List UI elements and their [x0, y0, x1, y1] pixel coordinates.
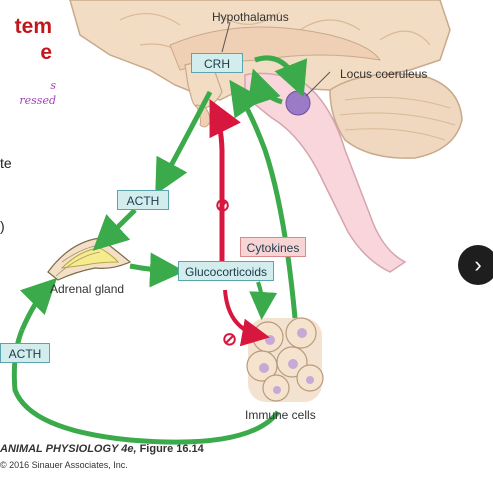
crh-to-acth-arrow — [155, 90, 213, 195]
glucocorticoids-to-immune-arrow — [249, 281, 278, 320]
adrenal-to-glucocorticoids-arrow — [129, 252, 185, 288]
acth-left-box: ACTH — [0, 343, 50, 363]
inhibit-symbol-immune: ⊘ — [222, 329, 238, 349]
locus-coeruleus-label: Locus coeruleus — [340, 67, 428, 81]
side-text-2: ) — [0, 218, 5, 234]
hypothalamus-pointer — [221, 21, 231, 53]
side-text-1: te — [0, 155, 12, 171]
slide-title-line-2: e — [40, 41, 52, 64]
brain-folds — [119, 11, 431, 61]
immune-to-adrenal-arrow — [11, 329, 281, 445]
figure-source: ANIMAL PHYSIOLOGY 4e, — [0, 443, 137, 455]
figure-number: Figure 16.14 — [136, 443, 204, 455]
slide-title: tem e — [0, 14, 52, 66]
immune-cells-label: Immune cells — [245, 408, 316, 422]
adrenal-gland-label: Adrenal gland — [50, 282, 125, 296]
hypothalamus-label: Hypothalamus — [212, 10, 289, 24]
glucocorticoids-box: Glucocorticoids — [178, 261, 274, 281]
handwritten-note-1: s — [50, 79, 56, 92]
next-slide-button[interactable]: › — [458, 245, 493, 285]
locus-coeruleus — [285, 90, 311, 116]
handwritten-note-2: ressed — [19, 94, 56, 107]
cerebellum — [329, 73, 463, 159]
acth-to-adrenal-arrow — [92, 208, 137, 251]
figure-caption: ANIMAL PHYSIOLOGY 4e, Figure 16.14 — [0, 443, 204, 455]
cerebellum-folds — [339, 96, 456, 141]
crh-box: CRH — [191, 53, 243, 73]
acth-top-box: ACTH — [117, 190, 169, 210]
crh-to-locus-arrow — [254, 55, 308, 98]
glucocorticoids-to-immune-inhibit-arrow — [223, 289, 270, 347]
copyright-line: © 2016 Sinauer Associates, Inc. — [0, 460, 128, 470]
adrenal-gland — [47, 237, 132, 281]
immune-cells — [246, 317, 324, 402]
slide-title-line-1: tem — [14, 15, 52, 38]
cytokines-box: Cytokines — [240, 237, 306, 257]
glucocorticoids-to-crh-inhibit-arrow — [209, 99, 241, 262]
immune-to-crh-arrow — [229, 79, 298, 319]
inhibit-symbol-crh: ⊘ — [215, 195, 231, 215]
acth-left-to-adrenal-arrow — [19, 277, 58, 331]
locus-pointer — [305, 71, 331, 97]
chevron-right-icon: › — [474, 252, 482, 277]
